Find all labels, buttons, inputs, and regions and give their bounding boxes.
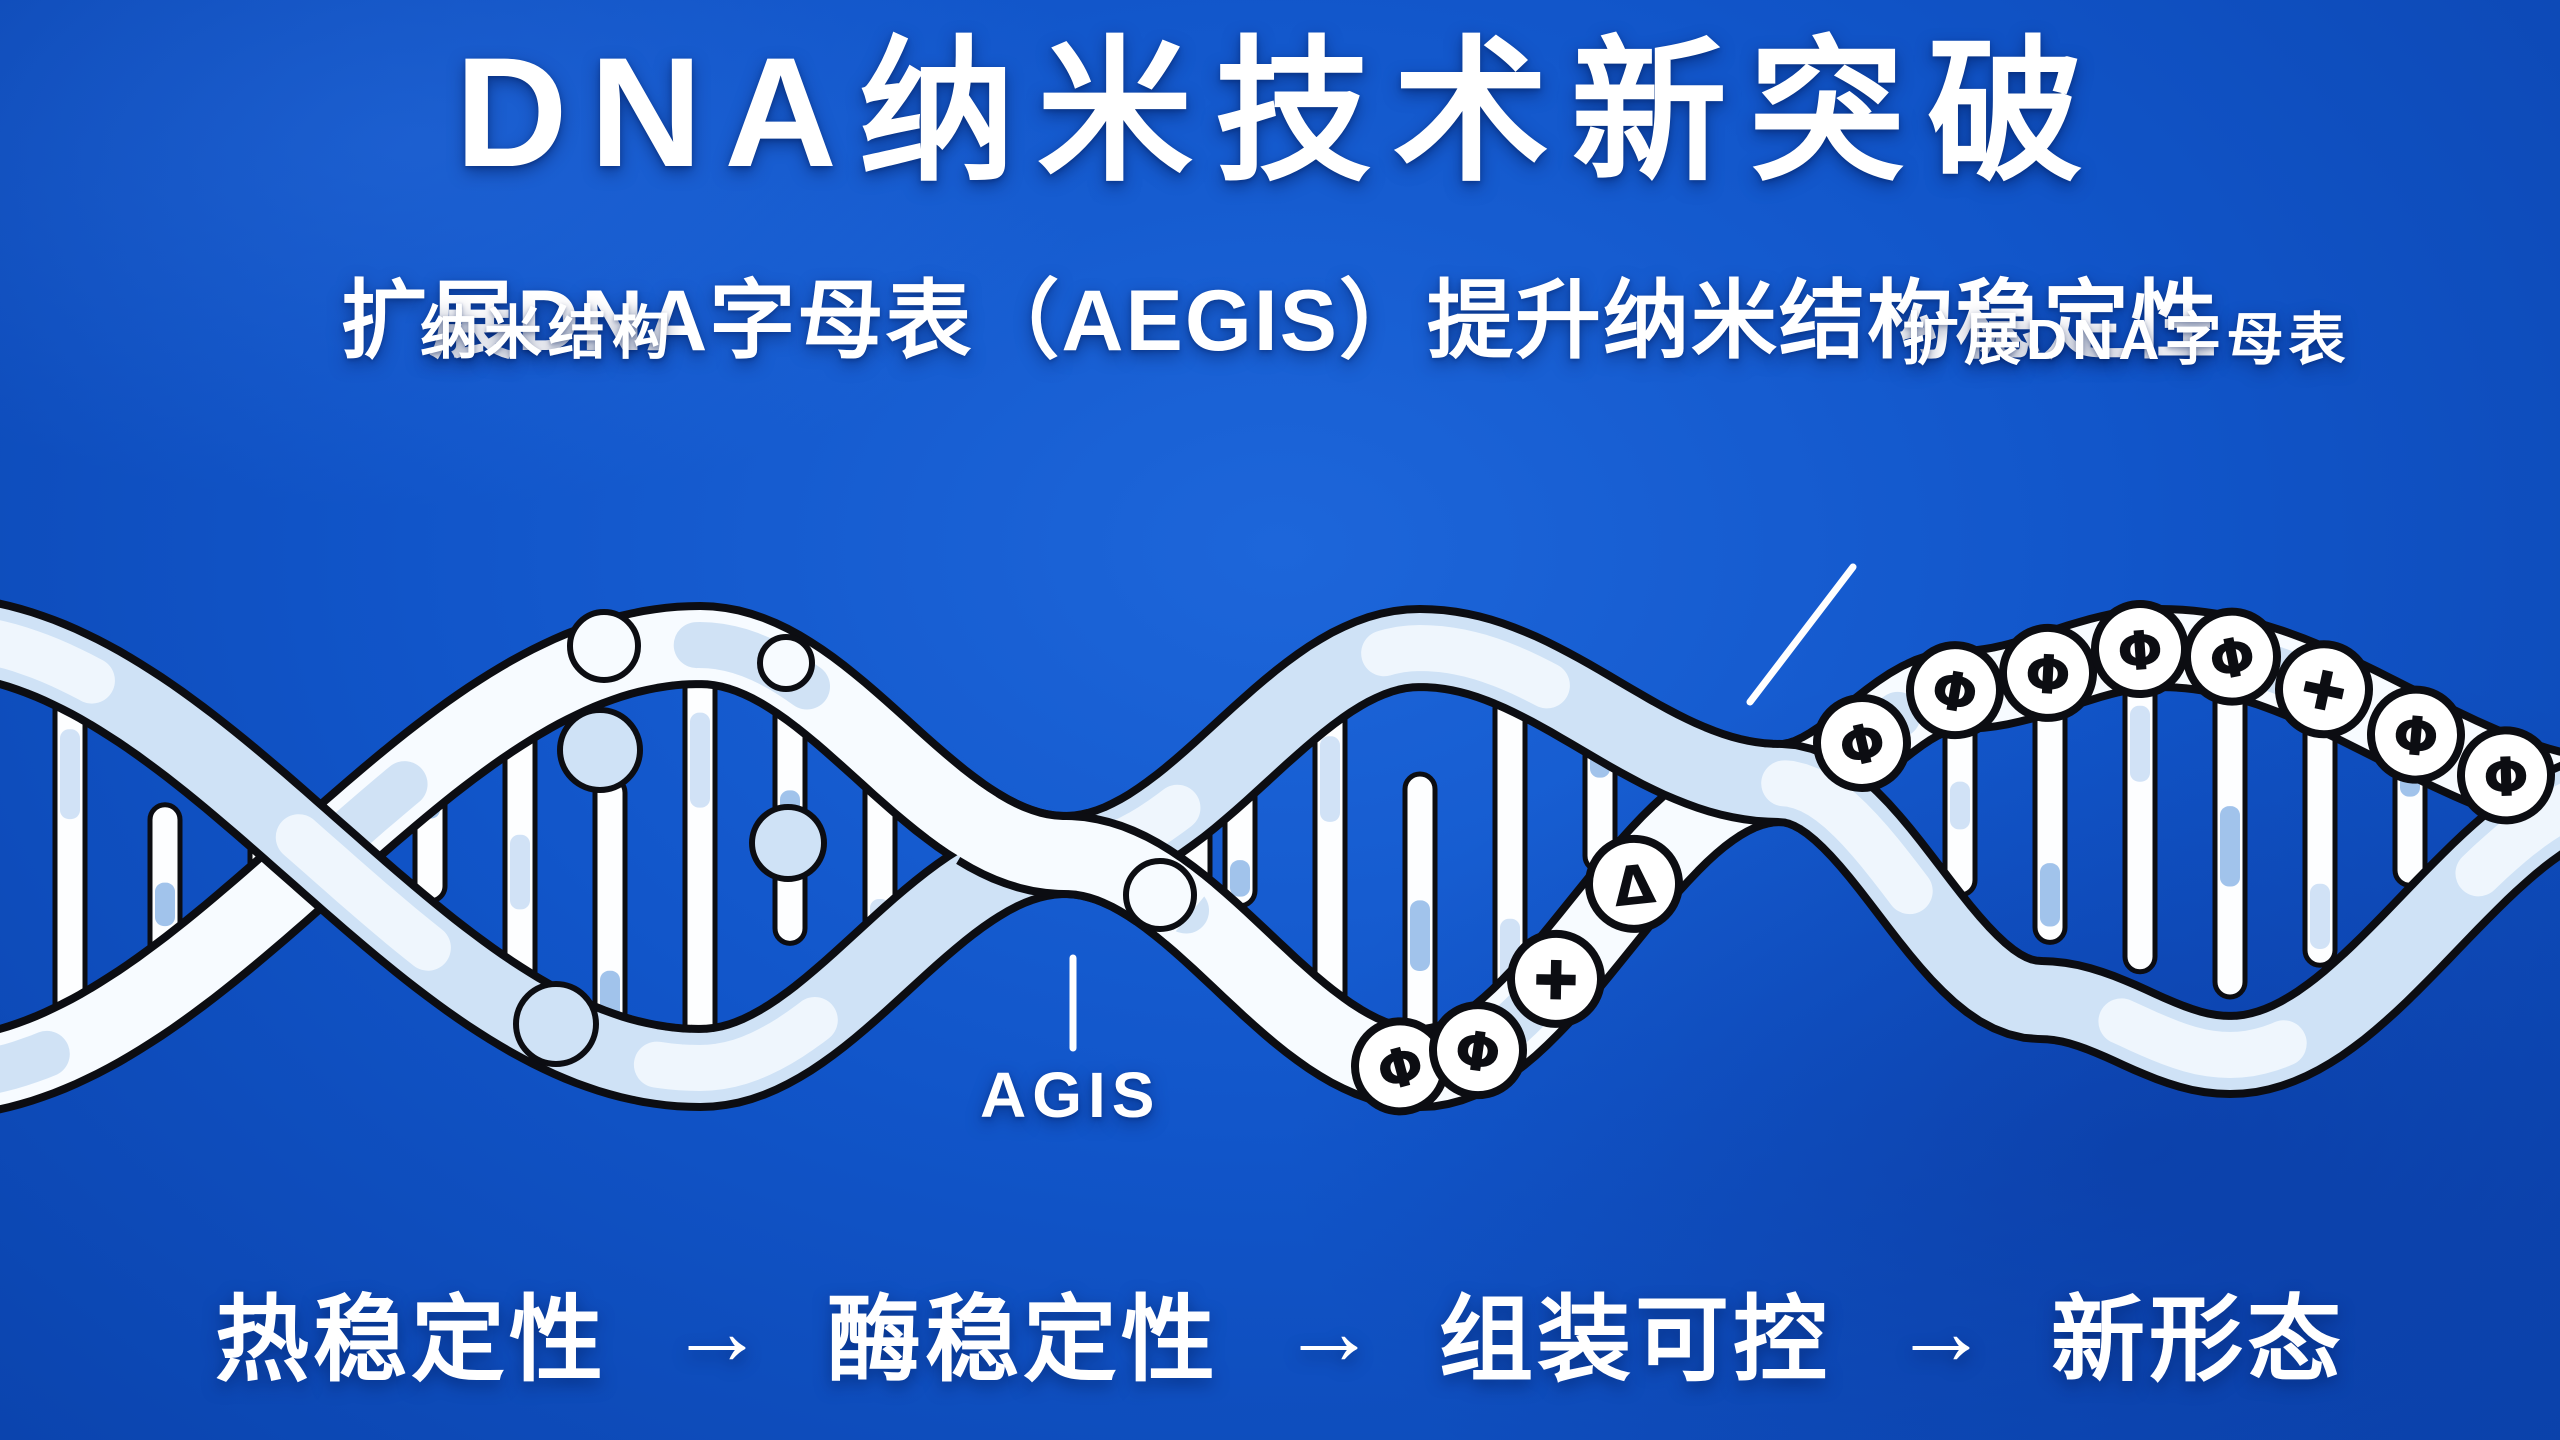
arrow-right-icon: → [1893,1278,1990,1385]
arrow-right-icon: → [668,1278,765,1385]
label-nanostructure: 纳米结构 [420,301,677,366]
svg-text:Δ: Δ [1610,852,1658,919]
svg-text:Φ: Φ [2390,703,2441,770]
flow-step-enzyme: 酶稳定性 [826,1287,1219,1392]
svg-text:Φ: Φ [2482,745,2530,810]
label-agis: AGIS [980,1059,1161,1131]
flow-step-thermal: 热稳定性 [214,1287,607,1392]
svg-text:Φ: Φ [1927,657,1983,727]
process-flow: 热稳定性 → 酶稳定性 → 组装可控 → 新形态 [0,1264,2560,1400]
flow-step-newform: 新形态 [2051,1287,2346,1392]
svg-text:Φ: Φ [1451,1018,1505,1087]
svg-text:Φ: Φ [2023,642,2072,707]
svg-text:✚: ✚ [1533,949,1579,1013]
page-title: DNA纳米技术新突破 [455,26,2105,200]
svg-text:Φ: Φ [2115,618,2165,684]
flow-step-assembly: 组装可控 [1439,1287,1832,1392]
label-expanded-alphabet: 扩展DNA字母表 [1902,308,2351,372]
arrow-right-icon: → [1281,1278,1377,1385]
subtitle: 扩展DNA字母表（AEGIS）提升纳米结构稳定性 [341,273,2219,369]
